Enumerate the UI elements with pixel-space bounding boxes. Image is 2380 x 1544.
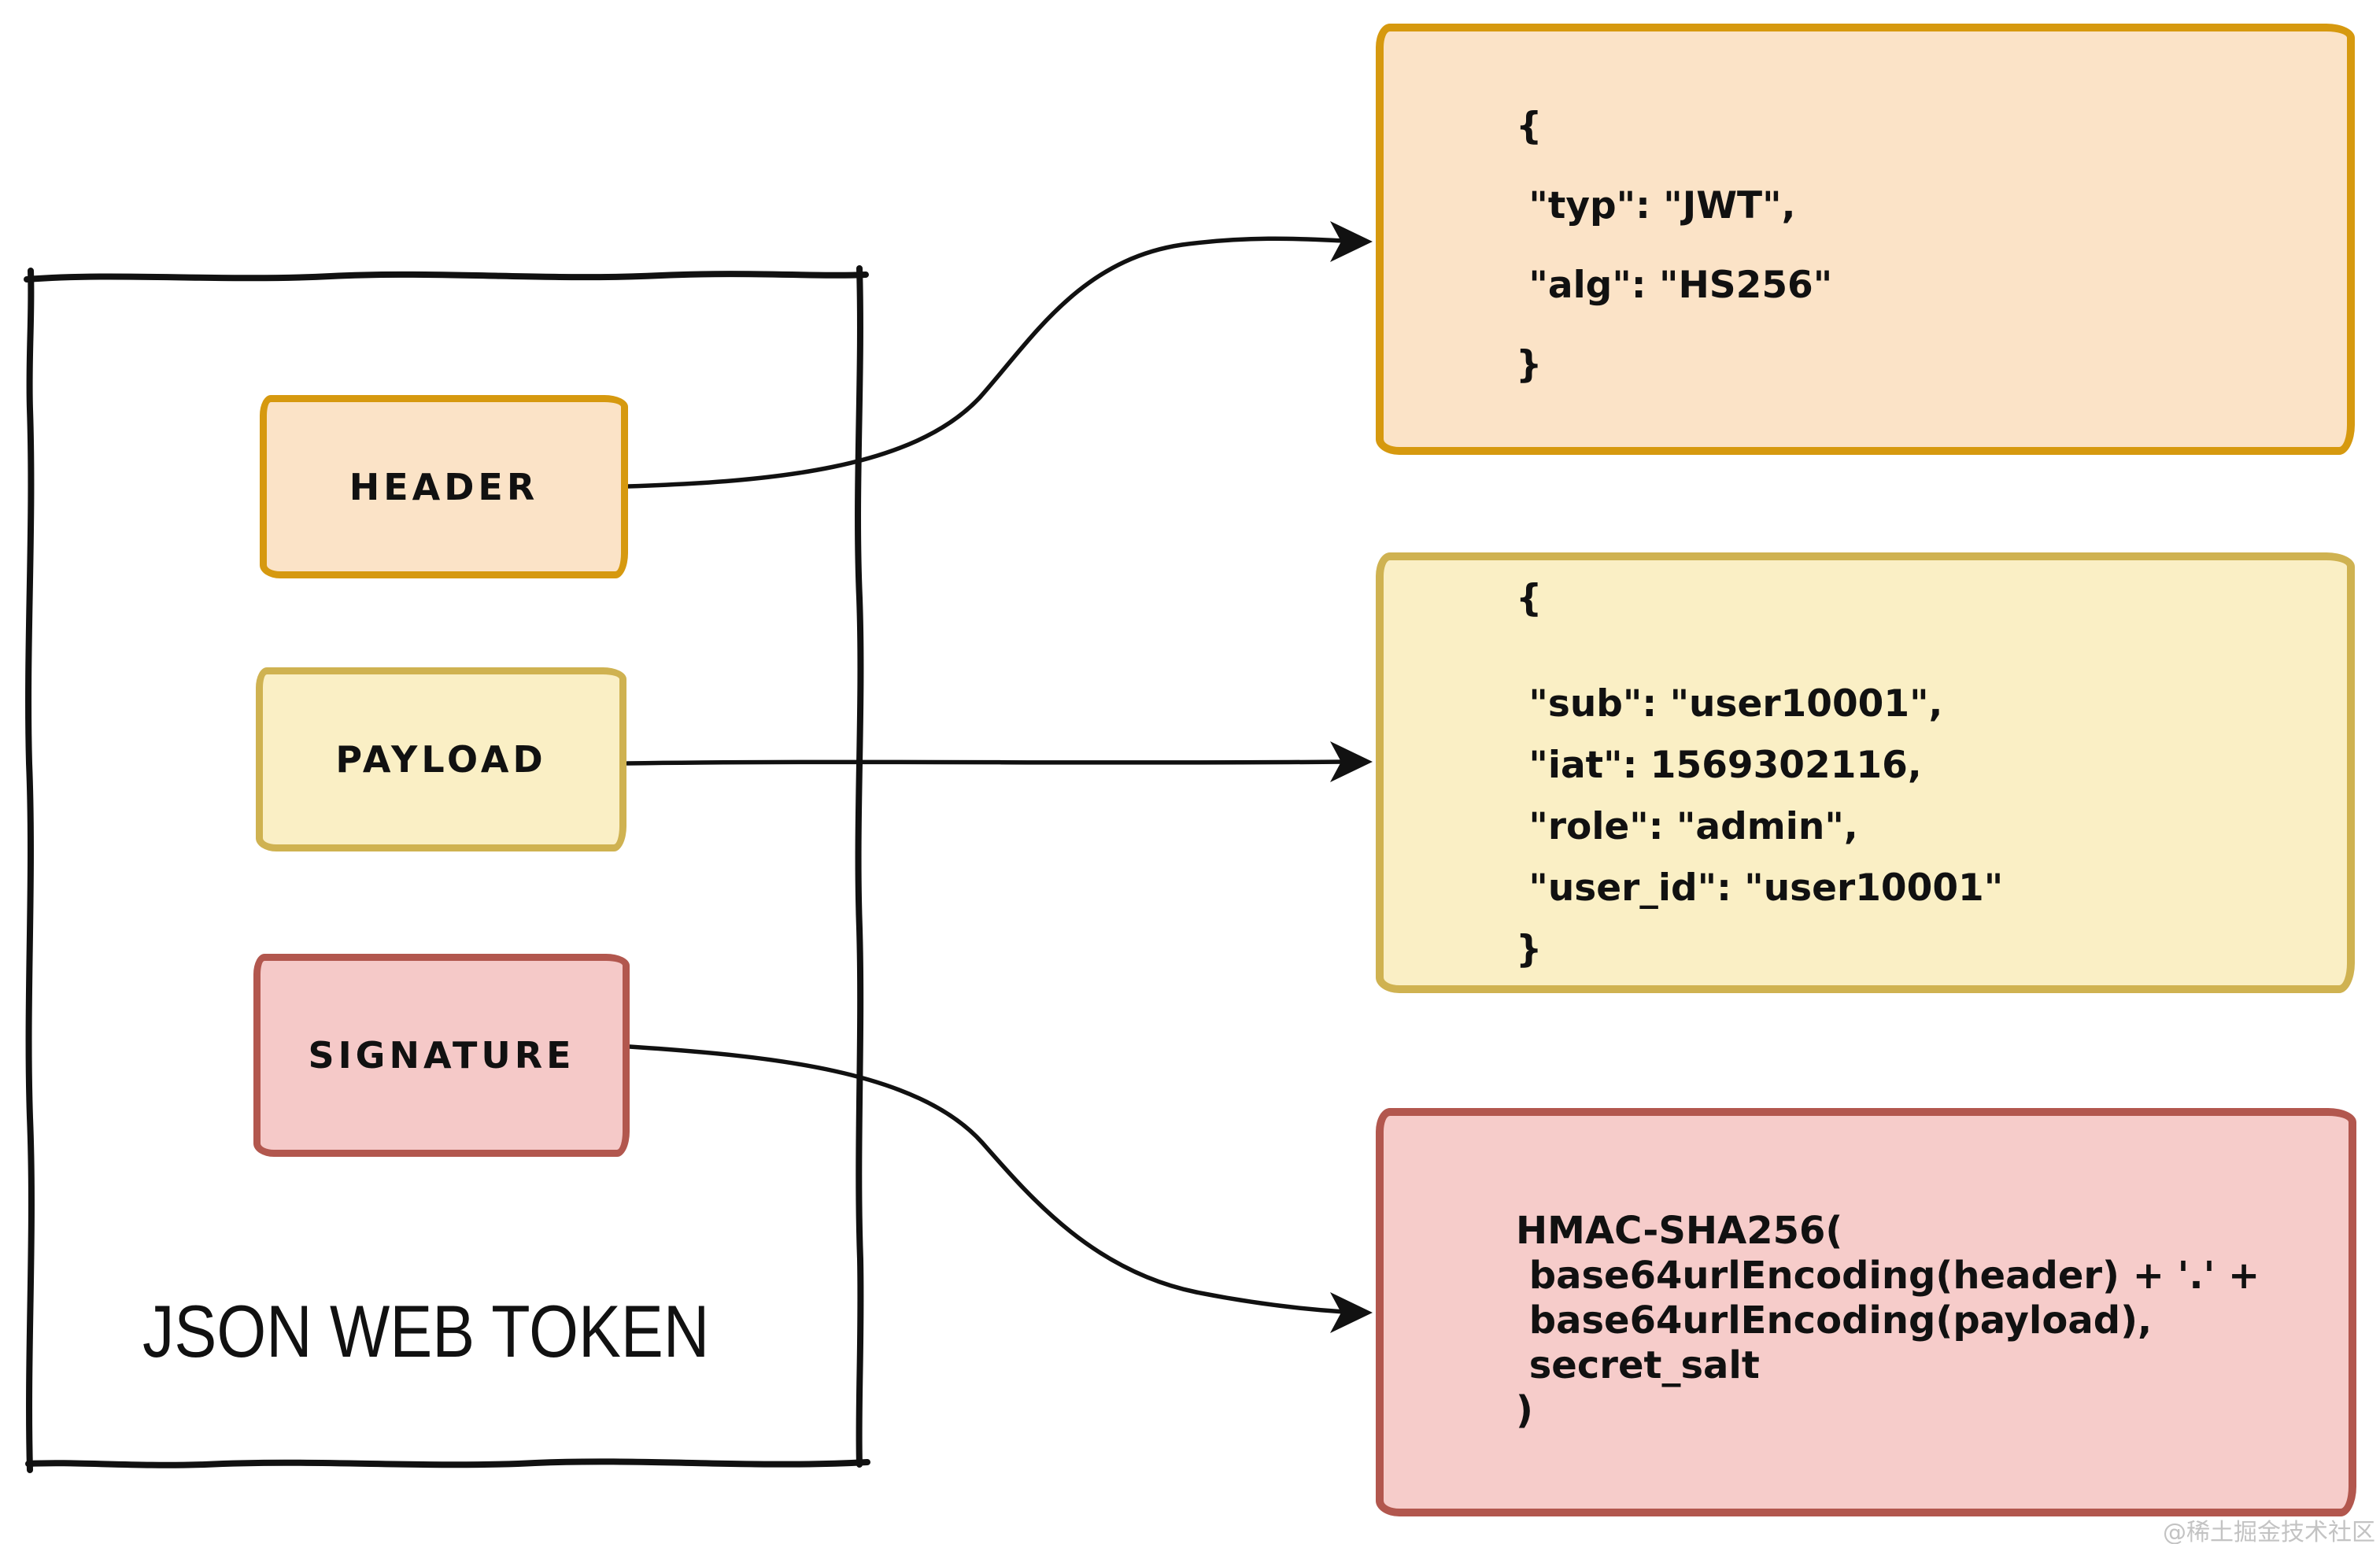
signature-part-label: SIGNATURE [308, 1034, 575, 1077]
payload-arrow [625, 741, 1373, 782]
header-part-box: HEADER [260, 395, 628, 578]
json-web-token-outline [24, 265, 870, 1473]
signature-detail-box: HMAC-SHA256( base64urlEncoding(header) +… [1376, 1108, 2356, 1516]
signature-arrow-line [627, 1044, 1347, 1314]
header-arrow-head [1330, 221, 1373, 262]
code-line: "alg": "HS256" [1516, 264, 1833, 307]
code-line: base64urlEncoding(payload), [1516, 1298, 2153, 1343]
outline-right-edge [855, 265, 864, 1468]
header-arrow-line [626, 236, 1347, 489]
payload-part-label: PAYLOAD [335, 738, 547, 781]
code-line: ) [1516, 1388, 1533, 1432]
code-line: "role": "admin", [1516, 805, 1858, 848]
header-detail-box: { "typ": "JWT", "alg": "HS256" } [1376, 24, 2355, 455]
code-line: } [1516, 928, 1543, 971]
code-line: "iat": 1569302116, [1516, 744, 1922, 787]
payload-arrow-line [625, 759, 1347, 766]
payload-part-box: PAYLOAD [256, 667, 626, 851]
diagram-title: JSON WEB TOKEN [142, 1290, 710, 1372]
watermark: @稀土掘金技术社区 [2163, 1519, 2375, 1544]
code-line: "sub": "user10001", [1516, 682, 1943, 726]
payload-arrow-head [1330, 741, 1373, 782]
header-part-label: HEADER [349, 465, 539, 508]
code-line: base64urlEncoding(header) + '.' + [1516, 1254, 2260, 1298]
code-line: { [1516, 105, 1543, 148]
code-line: secret_salt [1516, 1343, 1760, 1387]
header-arrow [626, 221, 1373, 489]
code-line: "user_id": "user10001" [1516, 866, 2004, 910]
signature-part-box: SIGNATURE [253, 954, 630, 1157]
code-line: { [1516, 577, 1543, 620]
outline-bottom-edge [25, 1458, 870, 1468]
signature-arrow [627, 1044, 1373, 1333]
outline-left-edge [25, 268, 35, 1473]
signature-arrow-head [1330, 1292, 1373, 1333]
outline-top-edge [24, 271, 869, 283]
code-line: } [1516, 343, 1543, 386]
payload-detail-box: { "sub": "user10001", "iat": 1569302116,… [1376, 552, 2355, 993]
code-line: "typ": "JWT", [1516, 184, 1796, 227]
code-line: HMAC-SHA256( [1516, 1209, 1843, 1253]
